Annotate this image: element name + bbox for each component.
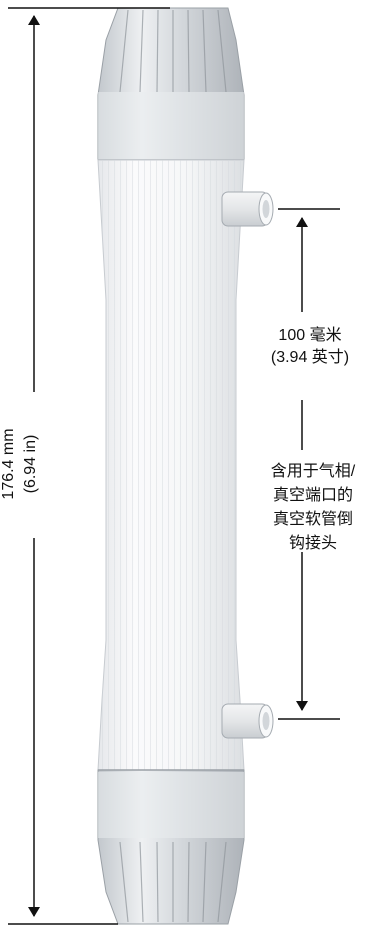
lower-hose-barb-port <box>221 703 274 739</box>
port-spacing-label: 100 毫米 (3.94 英寸) <box>250 325 370 369</box>
callout-line: 真空软管倒 <box>272 511 353 528</box>
tube-body <box>97 159 245 771</box>
total-length-imperial: (6.94 in) <box>22 434 39 494</box>
port-spacing-dimension <box>278 208 340 720</box>
total-length-metric: 176.4 mm <box>0 428 17 500</box>
callout-line: 真空端口的 <box>272 487 353 504</box>
total-length-dimension <box>8 7 170 925</box>
callout-line: 含用于气相/ <box>270 463 356 480</box>
port-spacing-metric: 100 毫米 <box>278 327 342 344</box>
port-spacing-imperial: (3.94 英寸) <box>270 349 350 366</box>
bottom-end-cap <box>97 769 245 925</box>
upper-hose-barb-port <box>221 191 274 227</box>
top-end-cap <box>97 7 245 161</box>
hose-barb-callout: 含用于气相/ 真空端口的 真空软管倒 钩接头 <box>250 460 376 556</box>
callout-line: 钩接头 <box>288 535 337 552</box>
